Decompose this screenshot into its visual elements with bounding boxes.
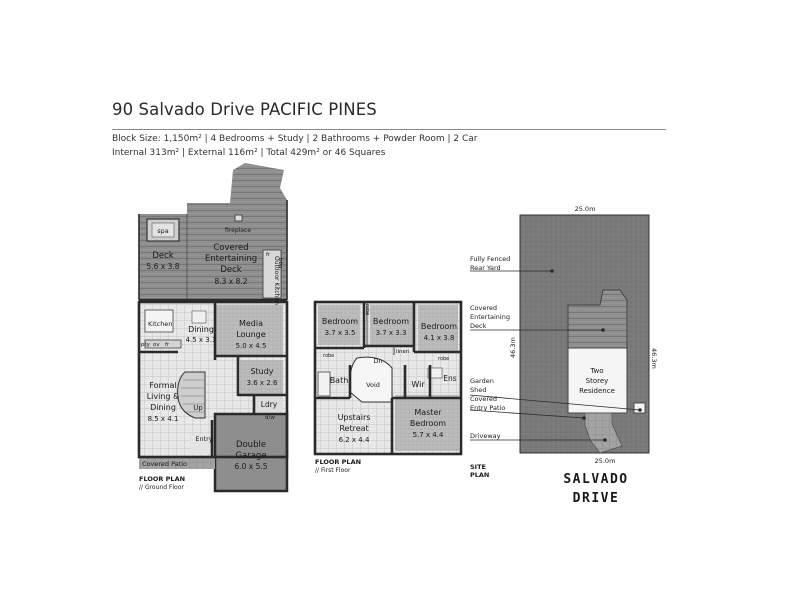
site-residence-2: Storey [586, 377, 609, 385]
callout-deck-3: Deck [470, 322, 487, 330]
label-wir: Wir [411, 380, 425, 389]
site-residence [567, 347, 628, 414]
site-plan [469, 214, 650, 509]
caption-site-2: PLAN [470, 471, 489, 479]
outdoor-kitchen [262, 249, 282, 299]
label-bed2: Bedroom [373, 317, 409, 326]
ground-floor-plan [137, 163, 289, 493]
site-garden-shed [633, 402, 646, 414]
street-name-1: SALVADO [563, 472, 628, 487]
label-pty: pty [141, 342, 151, 348]
site-depth-right: 46.3m [650, 348, 658, 369]
fireplace-icon [234, 214, 243, 222]
label-robe-a: robe [364, 304, 370, 315]
callout-rear-yard-2: Rear Yard [470, 264, 501, 272]
label-covered-ent-1: Covered [213, 243, 248, 253]
label-formal-2: Living & [147, 392, 180, 401]
label-dn: Dn [373, 357, 382, 365]
ground-covered-patio [139, 457, 215, 469]
label-bed1: Bedroom [322, 317, 358, 326]
label-fireplace: fireplace [225, 227, 251, 234]
label-covered-ent-dim: 8.3 x 8.2 [214, 277, 247, 286]
site-residence-1: Two [589, 367, 603, 375]
label-study: Study [250, 367, 273, 376]
label-master-2: Bedroom [410, 419, 446, 428]
label-garage-2: Garage [235, 451, 266, 461]
callout-patio-1: Covered [470, 395, 497, 403]
title-divider [112, 129, 666, 130]
callout-patio-2: Entry Patio [470, 404, 505, 412]
label-spa: spa [157, 227, 169, 235]
label-bed2-dim: 3.7 x 3.3 [376, 329, 407, 337]
label-deck-dim: 5.6 x 3.8 [146, 262, 179, 271]
label-outdoor-kitchen: Outdoor Kitchen [273, 256, 280, 305]
callout-shed-1: Garden [470, 377, 494, 385]
listing-title: 90 Salvado Drive PACIFIC PINES [112, 100, 377, 119]
caption-ground-1: FLOOR PLAN [139, 475, 185, 483]
rear-deck-surface [139, 163, 287, 300]
label-formal-1: Formal [149, 381, 176, 390]
callout-rear-yard-1: Fully Fenced [470, 255, 510, 263]
caption-site-1: SITE [470, 463, 486, 471]
callout-deck-1: Covered [470, 304, 497, 312]
label-master-1: Master [414, 408, 442, 417]
site-width-bottom: 25.0m [595, 457, 616, 465]
label-fr-outdoor: fr [266, 252, 271, 258]
label-study-dim: 3.6 x 2.6 [247, 379, 278, 387]
label-up: Up [193, 404, 203, 412]
label-covered-patio: Covered Patio [142, 460, 187, 468]
label-covered-ent-3: Deck [220, 265, 241, 275]
label-bed3-dim: 4.1 x 3.8 [424, 334, 455, 342]
callout-driveway: Driveway [470, 432, 501, 440]
label-dw: d/w [265, 415, 275, 421]
label-master-dim: 5.7 x 4.4 [413, 431, 444, 439]
label-fr-kitchen: fr [165, 342, 170, 348]
spec-line-1: Block Size: 1,150m² | 4 Bedrooms + Study… [112, 134, 478, 144]
label-dining-dim: 4.5 x 3.3 [186, 336, 217, 344]
label-media-1: Media [239, 319, 263, 328]
ground-stair [177, 371, 206, 419]
label-formal-3: Dining [150, 403, 176, 412]
site-depth-left: 46.3m [509, 337, 517, 358]
label-media-dim: 5.0 x 4.5 [236, 342, 267, 350]
label-linen: linen [396, 349, 410, 355]
double-garage [213, 412, 289, 493]
site-residence-3: Residence [579, 387, 615, 395]
caption-first-1: FLOOR PLAN [315, 458, 361, 466]
label-retreat-1: Upstairs [338, 413, 371, 422]
label-entry: Entry [195, 435, 212, 443]
first-floor-plan [313, 300, 463, 456]
label-garage-dim: 6.0 x 5.5 [234, 462, 267, 471]
caption-ground-2: // Ground Floor [139, 484, 184, 491]
label-retreat-dim: 6.2 x 4.4 [339, 436, 370, 444]
label-covered-ent-2: Entertaining [205, 254, 257, 264]
label-void: Void [366, 381, 380, 389]
label-ov: ov [153, 342, 160, 348]
spec-line-2: Internal 313m² | External 116m² | Total … [112, 148, 386, 158]
stair-void [349, 356, 393, 403]
label-kitchen: Kitchen [148, 320, 172, 328]
label-laundry: Ldry [261, 400, 278, 409]
label-formal-dim: 8.5 x 4.1 [148, 415, 179, 423]
caption-first-2: // First Floor [315, 467, 351, 474]
label-bed1-dim: 3.7 x 3.5 [325, 329, 356, 337]
label-bed3: Bedroom [421, 322, 457, 331]
callout-shed-2: Shed [470, 386, 486, 394]
label-ens: Ens [443, 374, 456, 383]
label-deck: Deck [152, 251, 173, 261]
label-robe-b: robe [323, 353, 334, 359]
label-bath: Bath [330, 376, 349, 385]
street-name-2: DRIVE [573, 491, 620, 506]
label-robe-c: robe [438, 356, 449, 362]
label-media-2: Lounge [236, 330, 265, 339]
label-garage-1: Double [236, 440, 266, 450]
street-name-box [555, 461, 649, 509]
label-bbq: bbq [277, 258, 283, 268]
label-retreat-2: Retreat [339, 424, 368, 433]
label-dining: Dining [188, 325, 214, 334]
site-width-top: 25.0m [575, 205, 596, 213]
callout-deck-2: Entertaining [470, 313, 510, 321]
